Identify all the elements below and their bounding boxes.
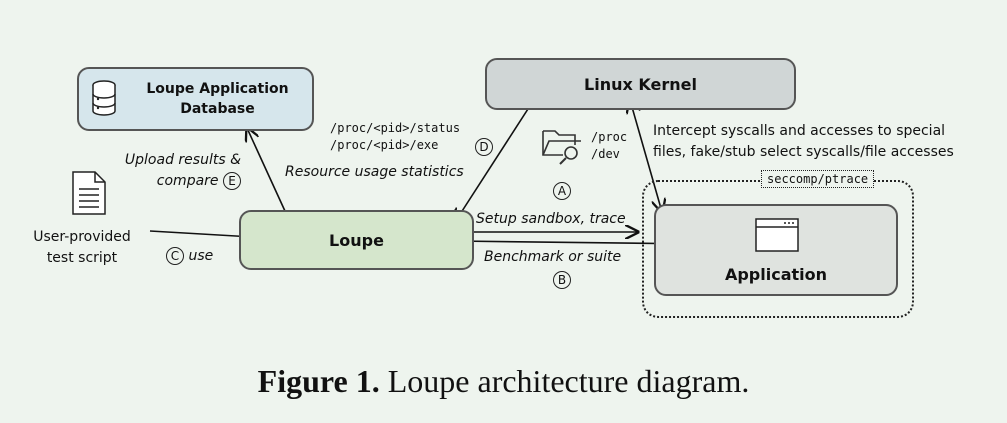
use-label: C use	[166, 247, 213, 265]
resource-usage-label: Resource usage statistics	[285, 164, 464, 180]
figure-caption: Figure 1. Loupe architecture diagram.	[0, 363, 1007, 400]
arrow-loupe-kernel	[455, 95, 537, 222]
proc-paths: /proc/<pid>/status /proc/<pid>/exe	[330, 120, 460, 154]
database-box: Loupe Application Database	[77, 67, 314, 131]
loupe-label: Loupe	[329, 230, 384, 250]
application-label: Application	[724, 265, 828, 284]
document-icon	[72, 171, 106, 215]
proc-dir: /proc	[591, 130, 628, 144]
caption-prefix: Figure 1.	[257, 363, 380, 399]
benchmark-label: Benchmark or suite	[484, 249, 622, 265]
folder-search-icon	[542, 130, 581, 165]
user-script-label: User-provided test script	[33, 229, 131, 266]
proc-status-path: /proc/<pid>/status	[330, 121, 461, 135]
caption-text: Loupe architecture diagram.	[387, 363, 750, 399]
marker-c: C	[166, 247, 184, 265]
dev-dir: /dev	[591, 147, 620, 161]
proc-exe-path: /proc/<pid>/exe	[330, 138, 439, 152]
loupe-box: Loupe	[239, 210, 474, 270]
arrow-loupe-to-database	[247, 128, 291, 223]
marker-a: A	[553, 182, 571, 200]
marker-d: D	[475, 138, 493, 156]
kernel-box: Linux Kernel	[485, 58, 796, 110]
kernel-files: /proc /dev	[591, 129, 627, 163]
marker-b: B	[553, 271, 571, 289]
window-icon	[755, 218, 799, 252]
marker-e: E	[223, 172, 241, 190]
upload-label: Upload results & compare E	[124, 152, 241, 190]
seccomp-tag: seccomp/ptrace	[761, 170, 875, 188]
database-icon	[92, 80, 116, 116]
kernel-label: Linux Kernel	[584, 74, 697, 94]
setup-sandbox-label: Setup sandbox, trace	[476, 211, 626, 227]
database-label: Loupe Application Database	[146, 81, 289, 117]
intercept-label: Intercept syscalls and accesses to speci…	[653, 123, 954, 160]
